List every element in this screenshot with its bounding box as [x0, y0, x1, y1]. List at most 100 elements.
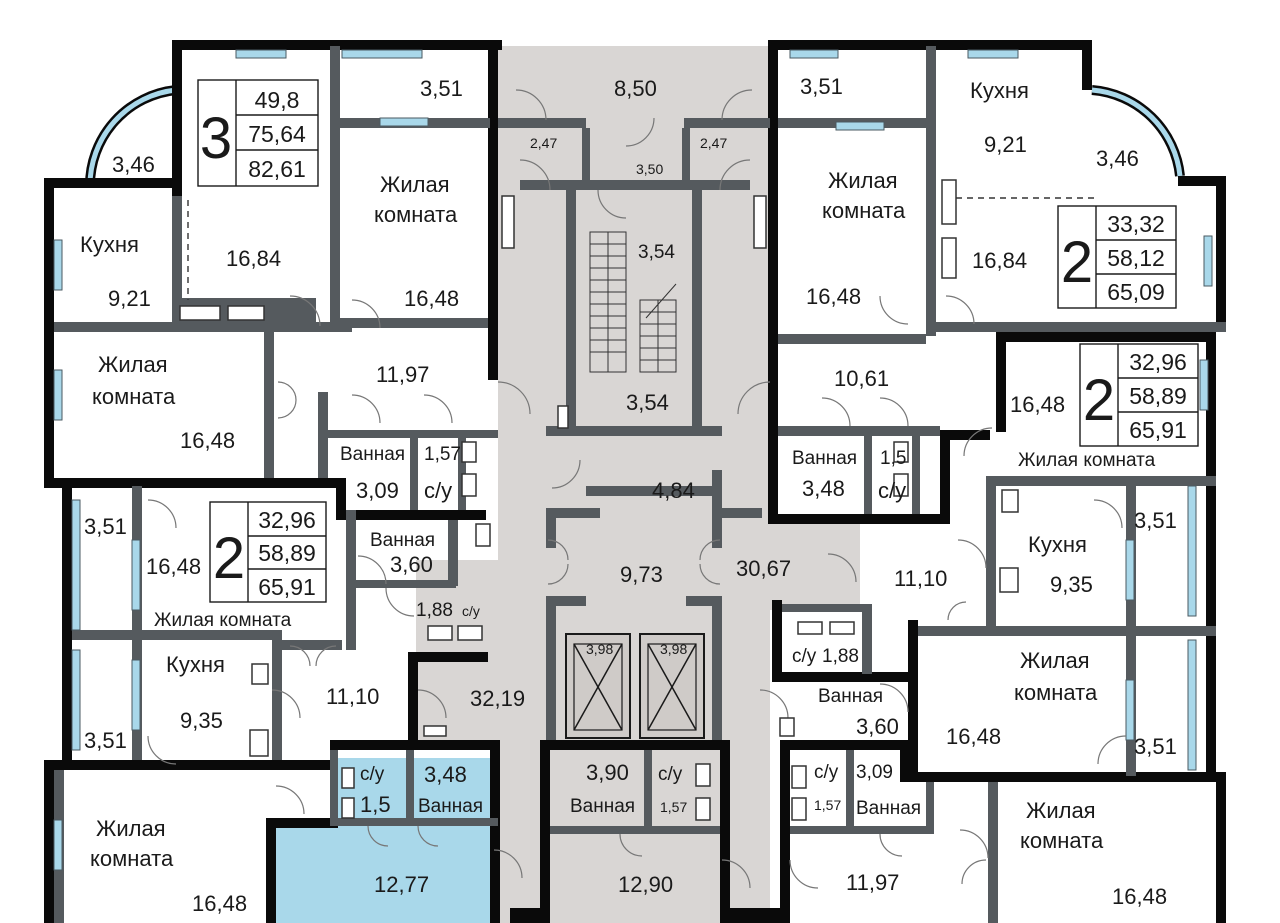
bathroom-area: 3,60: [856, 714, 899, 739]
common-labels: 8,50 2,47 2,47 3,50 3,54 3,54 4,84 9,73 …: [470, 76, 791, 711]
wc-area: 1,57: [814, 797, 841, 813]
living-room2-label-line2: комната: [1014, 680, 1098, 705]
living-room-area: 16,48: [1112, 884, 1167, 909]
living-room-label-line2: комната: [1020, 828, 1104, 853]
elevator-hall-area: 9,73: [620, 562, 663, 587]
staircase: [589, 231, 677, 373]
kitchen-area: 9,21: [108, 286, 151, 311]
bathroom-label: Ванная: [418, 796, 483, 817]
apartment-tag-top-right: 2 33,32 58,12 65,09: [1057, 205, 1177, 309]
apartment-bottom-center: 3,90 Ванная с/у 1,57 12,90: [570, 760, 687, 897]
vent-shafts: [179, 179, 1019, 821]
bathroom-area: 3,09: [856, 762, 893, 783]
bathroom-area: 3,09: [356, 478, 399, 503]
kitchen-label: Кухня: [166, 652, 225, 677]
wc-area: 1,57: [660, 799, 687, 815]
living-room2-area: 16,48: [946, 724, 1001, 749]
stair-lower-area: 3,54: [626, 390, 669, 415]
balcony-area: 3,46: [112, 152, 155, 177]
hallway-area: 11,97: [376, 362, 429, 387]
kitchen-label: Кухня: [80, 232, 139, 257]
living-room-area: 16,48: [806, 284, 861, 309]
windows: [53, 49, 1213, 871]
balcony-arcs: [84, 85, 1185, 187]
living-area-value: 32,96: [258, 507, 316, 533]
living-room-label-line1: Жилая: [96, 816, 166, 841]
lobby-center-area: 3,50: [636, 161, 663, 177]
total-area-value: 58,89: [1129, 383, 1187, 409]
room-area: 16,48: [146, 554, 201, 579]
hallway-area: 12,90: [618, 872, 673, 897]
bathroom-label: Ванная: [370, 530, 435, 551]
room-count: 2: [1083, 368, 1115, 433]
living-room-area: 16,48: [192, 891, 247, 916]
living-room-area: 16,48: [404, 286, 459, 311]
lobby-right-area: 2,47: [700, 135, 727, 151]
storage2-area: 3,51: [84, 728, 127, 753]
bathroom-area: 3,90: [586, 760, 629, 785]
room-area: 16,84: [226, 246, 281, 271]
living-area-value: 32,96: [1129, 349, 1187, 375]
wc-label: с/у: [814, 762, 839, 783]
corridor-right-area: 30,67: [736, 556, 791, 581]
living-area-value: 49,8: [255, 87, 300, 113]
storage-area: 3,51: [800, 74, 843, 99]
corridor-small-area: 4,84: [652, 478, 695, 503]
wc-label: с/у: [878, 478, 906, 503]
room-count: 2: [1061, 230, 1093, 295]
storage-area: 3,51: [84, 514, 127, 539]
bathroom-area: 3,60: [390, 552, 433, 577]
wc-area: 1,5: [880, 448, 906, 469]
kitchen-label: Кухня: [970, 78, 1029, 103]
full-area-value: 65,09: [1107, 279, 1165, 305]
corridor-left-area: 32,19: [470, 686, 525, 711]
balcony-area: 3,46: [1096, 146, 1139, 171]
apartment-top-left: 3,46 Кухня 9,21 16,84 3,51 Жилая комната…: [80, 76, 463, 503]
bathroom-label: Ванная: [856, 798, 921, 819]
wc-area: 1,57: [424, 444, 461, 465]
hallway-area: 11,10: [894, 566, 947, 591]
hallway-area: 11,97: [846, 870, 899, 895]
living-room2-label-line1: Жилая: [98, 352, 168, 377]
living-room-label-line2: комната: [374, 202, 458, 227]
apartment-bottom-right: с/у 1,57 3,09 Ванная Жилая комната 16,48…: [814, 762, 1167, 909]
hallway-area: 11,10: [326, 684, 379, 709]
kitchen-area: 9,35: [180, 708, 223, 733]
elevator-right-area: 3,98: [660, 641, 687, 657]
hallway-area: 10,61: [834, 366, 889, 391]
living-room2-area: 16,48: [180, 428, 235, 453]
living-room-label: Жилая комната: [154, 610, 292, 631]
kitchen-label: Кухня: [1028, 532, 1087, 557]
elevator-left-area: 3,98: [586, 641, 613, 657]
hallway-area: 12,77: [374, 872, 429, 897]
total-area-value: 58,12: [1107, 245, 1165, 271]
storage-area: 3,51: [420, 76, 463, 101]
storage2-area: 3,51: [1134, 734, 1177, 759]
vestibule-area: 8,50: [614, 76, 657, 101]
living-room-label-line2: комната: [90, 846, 174, 871]
living-room-label-line1: Жилая: [828, 168, 898, 193]
kitchen-area: 9,21: [984, 132, 1027, 157]
room-count: 2: [213, 526, 245, 591]
full-area-value: 65,91: [1129, 417, 1187, 443]
bathroom-area: 3,48: [424, 762, 467, 787]
apartment-bottom-left: Жилая комната 16,48 с/у 1,5 3,48 Ванная …: [90, 762, 483, 916]
lobby-left-area: 2,47: [530, 135, 557, 151]
stair-upper-area: 3,54: [638, 242, 675, 263]
room-area: 16,48: [1010, 392, 1065, 417]
apartment-tag-mid-left: 2 32,96 58,89 65,91: [209, 501, 327, 603]
living-room2-label-line1: Жилая: [1020, 648, 1090, 673]
kitchen-area: 9,35: [1050, 572, 1093, 597]
wc-label: с/у: [360, 764, 385, 785]
apartment-top-right: 3,51 Кухня 9,21 3,46 Жилая комната 16,48…: [792, 74, 1139, 503]
living-room-label-line2: комната: [822, 198, 906, 223]
total-area-value: 58,89: [258, 540, 316, 566]
wc-area: 1,5: [360, 792, 391, 817]
bathroom-area: 3,48: [802, 476, 845, 501]
apartment-mid-left: 3,51 16,48 Жилая комната Ванная 3,60 1,8…: [84, 514, 480, 753]
living-area-value: 33,32: [1107, 211, 1165, 237]
apartment-tag-mid-right: 2 32,96 58,89 65,91: [1079, 343, 1199, 447]
full-area-value: 82,61: [248, 156, 306, 182]
living-room2-label-line2: комната: [92, 384, 176, 409]
